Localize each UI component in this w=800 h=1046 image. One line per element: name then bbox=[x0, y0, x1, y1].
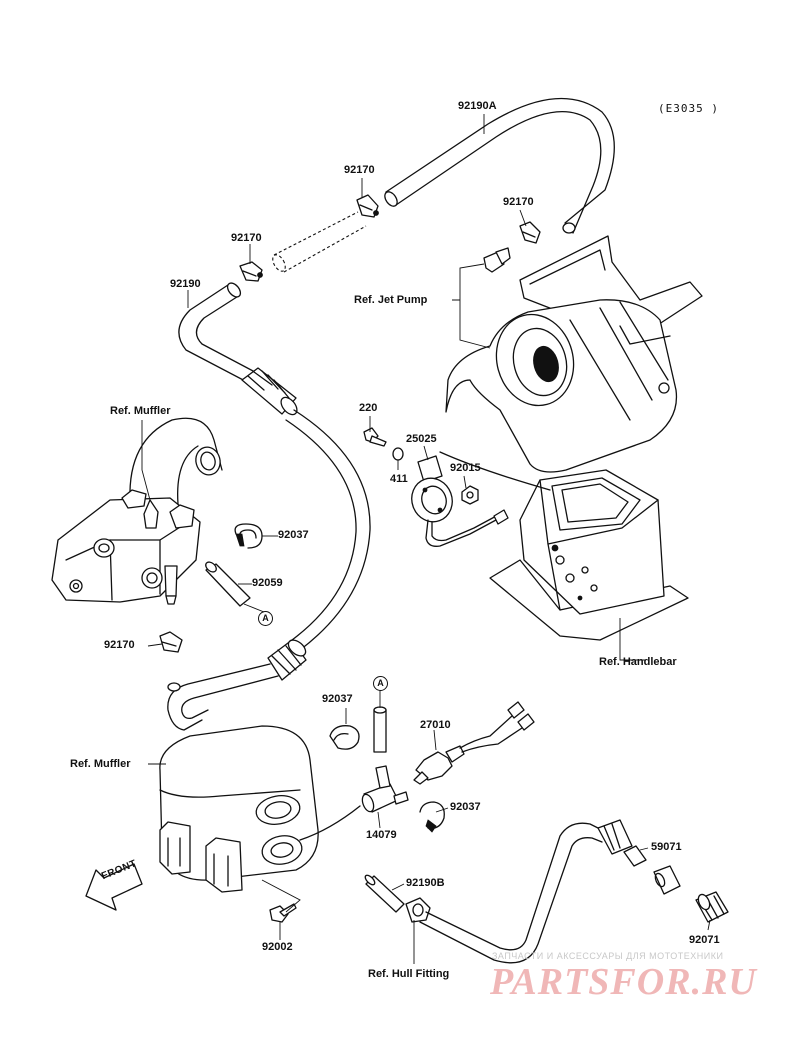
hose-92190a bbox=[384, 97, 615, 234]
part-label-92190b[interactable]: 92190B bbox=[406, 877, 445, 889]
part-label-92170[interactable]: 92170 bbox=[344, 164, 375, 176]
ref-hull-fitting: Ref. Hull Fitting bbox=[368, 968, 450, 980]
clamp-92037-b bbox=[329, 725, 360, 750]
hose-dashed-section bbox=[272, 211, 367, 273]
part-label-59071[interactable]: 59071 bbox=[651, 841, 682, 853]
part-label-14079[interactable]: 14079 bbox=[366, 829, 397, 841]
part-label-92170[interactable]: 92170 bbox=[231, 232, 262, 244]
callout-a-marker: A bbox=[373, 676, 388, 691]
clamp-92170-a bbox=[356, 194, 379, 218]
ref-muffler-top: Ref. Muffler bbox=[110, 405, 171, 417]
watermark-tagline: ЗАПЧАСТИ И АКСЕССУАРЫ ДЛЯ МОТОТЕХНИКИ bbox=[492, 951, 724, 961]
clamp-92037-c bbox=[419, 801, 445, 833]
tube-92190b bbox=[364, 874, 405, 913]
clamp-92170-c bbox=[519, 221, 541, 244]
part-label-220[interactable]: 220 bbox=[359, 402, 378, 414]
clamp-92037-a bbox=[234, 523, 263, 549]
part-label-411[interactable]: 411 bbox=[390, 473, 408, 485]
t-fitting-14079 bbox=[299, 765, 409, 841]
callout-a-marker: A bbox=[258, 611, 273, 626]
sensor-assembly bbox=[363, 427, 551, 547]
part-label-92190a[interactable]: 92190A bbox=[458, 100, 497, 112]
leader-lines bbox=[141, 114, 711, 964]
hose-lower-right bbox=[419, 819, 633, 964]
hose-92190 bbox=[167, 282, 371, 731]
muffler-bottom bbox=[159, 725, 319, 923]
part-label-92170[interactable]: 92170 bbox=[104, 639, 135, 651]
part-label-92015[interactable]: 92015 bbox=[450, 462, 481, 474]
drawing-code: (E3035 ) bbox=[658, 102, 719, 115]
part-label-92170[interactable]: 92170 bbox=[503, 196, 534, 208]
hull-fitting bbox=[405, 897, 431, 923]
watermark-brand: PARTSFOR.RU bbox=[490, 961, 757, 1003]
clamp-92170-d bbox=[159, 631, 183, 653]
ref-jet-pump: Ref. Jet Pump bbox=[354, 294, 428, 306]
tube-92059 bbox=[205, 561, 251, 607]
muffler-top-assembly bbox=[51, 417, 223, 605]
part-label-27010[interactable]: 27010 bbox=[420, 719, 451, 731]
part-label-92190[interactable]: 92190 bbox=[170, 278, 201, 290]
part-label-92037[interactable]: 92037 bbox=[278, 529, 309, 541]
part-label-92037[interactable]: 92037 bbox=[322, 693, 353, 705]
clamp-92170-b bbox=[239, 261, 263, 282]
part-label-92059[interactable]: 92059 bbox=[252, 577, 283, 589]
handlebar-pedestal bbox=[489, 469, 689, 641]
switch-27010 bbox=[413, 701, 535, 785]
part-label-92071[interactable]: 92071 bbox=[689, 934, 720, 946]
plug-92071 bbox=[695, 891, 729, 923]
fitting-59071 bbox=[623, 845, 681, 895]
tube-a bbox=[373, 706, 387, 753]
part-label-25025[interactable]: 25025 bbox=[406, 433, 437, 445]
jet-pump bbox=[445, 235, 703, 473]
part-label-92002[interactable]: 92002 bbox=[262, 941, 293, 953]
front-arrow bbox=[85, 863, 143, 911]
ref-muffler-bottom: Ref. Muffler bbox=[70, 758, 131, 770]
part-label-92037[interactable]: 92037 bbox=[450, 801, 481, 813]
ref-handlebar: Ref. Handlebar bbox=[599, 656, 677, 668]
